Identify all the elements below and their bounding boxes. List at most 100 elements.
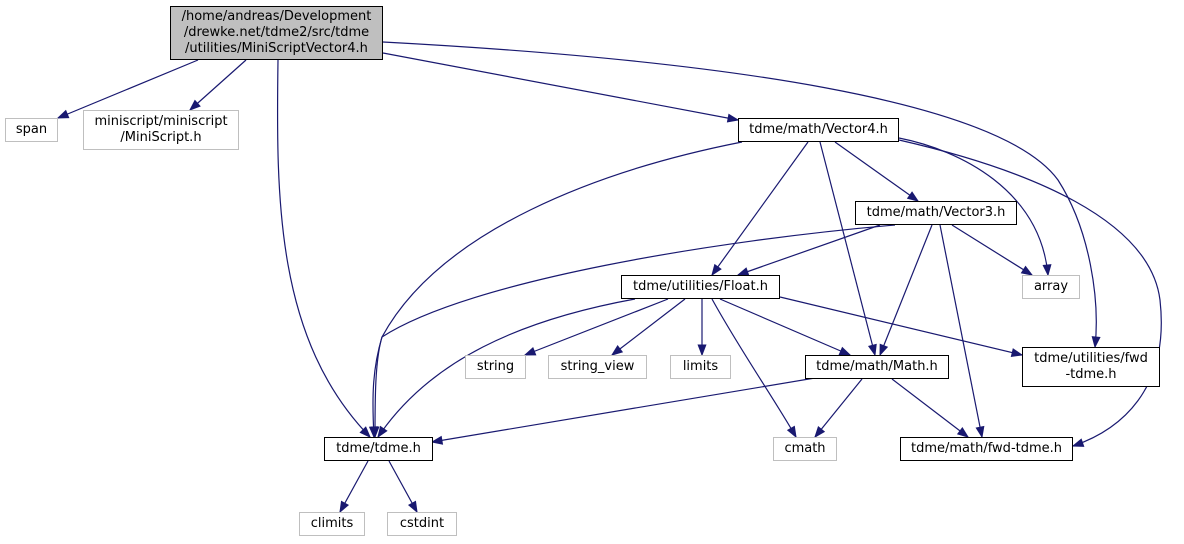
arrowhead — [975, 425, 985, 439]
node-fwd-math[interactable]: tdme/math/fwd-tdme.h — [900, 437, 1073, 461]
edge-root-to-miniscript — [188, 59, 247, 111]
node-string: string — [465, 355, 526, 379]
node-label: limits — [682, 359, 719, 374]
edge-float-to-math — [719, 298, 852, 356]
edge-float-to-string_view — [610, 298, 686, 356]
node-cstdint: cstdint — [387, 512, 457, 536]
node-math[interactable]: tdme/math/Math.h — [805, 355, 949, 379]
node-vector4[interactable]: tdme/math/Vector4.h — [738, 118, 899, 142]
node-label: array — [1033, 279, 1069, 294]
edge-root-to-fwd_utilities — [382, 41, 1101, 349]
edge-line — [711, 298, 797, 438]
arrowhead — [906, 191, 920, 202]
node-label: cstdint — [399, 516, 445, 531]
edge-root-to-tdme — [276, 59, 371, 439]
arrowhead — [1042, 264, 1052, 277]
node-climits: climits — [299, 512, 365, 536]
arrowhead — [368, 426, 378, 439]
node-span: span — [5, 118, 58, 142]
edge-line — [719, 298, 851, 356]
arrowhead — [711, 263, 722, 277]
edge-line — [737, 224, 881, 276]
arrowhead — [523, 346, 537, 356]
edge-line — [611, 298, 686, 356]
edge-line — [834, 141, 919, 202]
node-label: tdme/math/fwd-tdme.h — [910, 441, 1063, 456]
node-miniscript: miniscript/miniscript /MiniScript.h — [83, 110, 239, 150]
edge-vector4-to-float — [711, 141, 809, 277]
node-label: miniscript/miniscript /MiniScript.h — [94, 114, 228, 145]
node-root: /home/andreas/Development /drewke.net/td… — [170, 6, 383, 60]
node-array: array — [1022, 275, 1080, 299]
node-label: string — [476, 359, 515, 374]
edge-vector3-to-array — [951, 224, 1034, 276]
arrowhead — [786, 425, 797, 439]
edge-root-to-span — [56, 59, 199, 119]
edge-line — [374, 141, 743, 438]
node-fwd-utilities[interactable]: tdme/utilities/fwd -tdme.h — [1022, 347, 1160, 387]
arrowhead — [697, 344, 707, 357]
edge-line — [711, 141, 809, 276]
edge-line — [57, 59, 199, 119]
node-tdme[interactable]: tdme/tdme.h — [324, 437, 433, 461]
arrowhead — [726, 113, 740, 123]
node-cmath: cmath — [773, 437, 837, 461]
node-label: span — [15, 122, 48, 137]
edges — [56, 41, 1162, 514]
arrowhead — [377, 425, 388, 439]
edge-float-to-cmath — [711, 298, 797, 439]
node-label: cmath — [784, 441, 826, 456]
arrowhead — [56, 109, 70, 119]
edge-float-to-fwd_utilities — [779, 296, 1024, 357]
edge-line — [951, 224, 1033, 276]
edge-line — [879, 224, 933, 356]
node-label: string_view — [560, 359, 635, 374]
arrowhead — [1020, 265, 1034, 276]
edge-math-to-tdme — [430, 377, 816, 445]
edge-math-to-cmath — [814, 378, 863, 439]
edge-line — [189, 59, 247, 111]
arrowhead — [867, 343, 877, 357]
edge-line — [276, 59, 371, 438]
arrowhead — [838, 346, 852, 356]
edge-line — [779, 296, 1023, 356]
arrowhead — [879, 343, 889, 357]
edge-vector3-to-math — [879, 224, 933, 357]
node-float[interactable]: tdme/utilities/Float.h — [621, 275, 780, 299]
arrowhead — [1010, 348, 1024, 357]
node-label: tdme/math/Vector3.h — [866, 205, 1006, 220]
edge-float-to-string — [523, 298, 669, 356]
arrowhead — [188, 99, 201, 111]
arrowhead — [956, 427, 970, 438]
node-limits: limits — [670, 355, 731, 379]
arrowhead — [1091, 336, 1101, 349]
edge-vector4-to-vector3 — [834, 141, 920, 202]
edge-line — [372, 224, 896, 438]
edge-line — [814, 378, 863, 438]
edge-line — [382, 52, 739, 121]
edge-tdme-to-climits — [339, 460, 369, 514]
node-label: tdme/math/Vector4.h — [749, 122, 888, 137]
node-label: tdme/utilities/Float.h — [633, 279, 768, 294]
edge-line — [431, 377, 816, 443]
arrowhead — [430, 435, 444, 445]
edge-vector4-to-array — [898, 137, 1052, 277]
edge-vector3-to-fwd_math — [939, 224, 985, 439]
edge-line — [819, 141, 876, 356]
edge-line — [898, 139, 1162, 447]
node-vector3[interactable]: tdme/math/Vector3.h — [855, 201, 1017, 225]
edge-vector3-to-tdme — [368, 224, 896, 439]
node-label: /home/andreas/Development /drewke.net/td… — [181, 9, 372, 56]
edge-line — [939, 224, 983, 438]
edge-line — [382, 41, 1097, 348]
edge-tdme-to-cstdint — [388, 460, 418, 514]
node-string-view: string_view — [548, 355, 647, 379]
edge-line — [891, 378, 969, 438]
edge-line — [898, 137, 1049, 276]
arrowhead — [1071, 438, 1085, 447]
node-label: tdme/tdme.h — [336, 441, 421, 456]
edge-root-to-vector4 — [382, 52, 740, 123]
edge-float-to-tdme — [377, 298, 636, 439]
node-label: tdme/utilities/fwd -tdme.h — [1034, 351, 1148, 382]
arrowhead — [407, 500, 418, 514]
